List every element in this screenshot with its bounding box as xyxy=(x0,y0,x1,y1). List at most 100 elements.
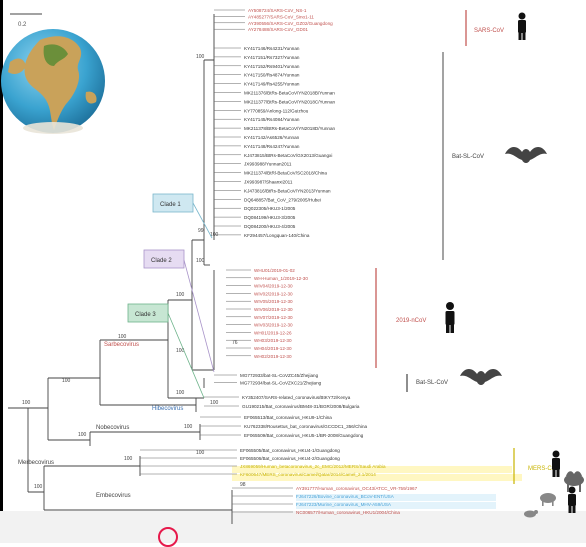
taxon-label: EF065506/Bat_coronavirus_HKU4-2/Guangdon… xyxy=(240,456,340,461)
taxon-label: AY278488/SARS-CoV_GD01 xyxy=(248,27,308,32)
taxon-label: KU762338/Rousettus_bat_coronavirus/GCCDC… xyxy=(244,424,368,429)
taxon-label: KF294457/Longquan-140/China xyxy=(244,233,310,238)
bootstrap-value: 100 xyxy=(176,390,185,396)
clade-3-box: Clade 3 xyxy=(127,303,205,399)
taxon-label: DQ084200/HKU3-4/2005 xyxy=(244,224,296,229)
taxon-label: KF600647/MERS_coronavirus/Camel/Qatar/20… xyxy=(240,472,376,477)
taxon-label: JX869059/Human_betacoronavirus_2c_EMC/20… xyxy=(240,464,386,469)
taxon-label: MK211377/BtRs-BetaCoV/YN2018C/Yunnan xyxy=(244,99,336,104)
taxon-label: JX993987/Shaanxi2011 xyxy=(244,180,293,185)
group-brackets xyxy=(375,10,515,484)
bootstrap-value: 100 xyxy=(176,348,185,354)
taxon-label: AY508724/SARS-CoV_NS-1 xyxy=(248,8,307,13)
taxon-label: KY352407/SARS-related_coronavirus/BtKY72… xyxy=(242,395,351,400)
taxon-label: WH01/2019-12-26 xyxy=(254,330,292,335)
bootstrap-value: 100 xyxy=(184,424,193,430)
human-icon-sars xyxy=(518,12,526,40)
group-label-bat-sl: Bat-SL-CoV xyxy=(452,154,484,160)
cow-icon xyxy=(540,493,556,506)
taxon-label: KY417152/Rs9401/Yunnan xyxy=(244,64,300,69)
bootstrap-value: 100 xyxy=(118,334,127,340)
group-label-ncov: 2019-nCoV xyxy=(396,318,426,324)
taxon-label: MK211378/BtRs-BetaCoV/YN2018D/Yunnan xyxy=(244,126,336,131)
taxon-label: WIV05/2019-12-30 xyxy=(254,299,293,304)
taxon-label: DQ022305/HKU3-1/2005 xyxy=(244,206,296,211)
bootstrap-value: 76 xyxy=(232,340,238,346)
taxon-label: WIV07/2019-12-30 xyxy=(254,315,293,320)
taxon-label: WH02/2019-12-30 xyxy=(254,354,292,359)
genus-merbecovirus: Merbecovirus xyxy=(18,460,54,466)
bootstrap-value: 100 xyxy=(196,54,205,60)
bootstrap-value: 100 xyxy=(34,484,43,490)
taxon-label: WH04/2019-12-30 xyxy=(254,346,292,351)
taxon-label: KY417149/Rs4255/Yunnan xyxy=(244,82,300,87)
camel-icon xyxy=(564,471,584,492)
taxon-label: AY391777/Human_coronavirus_OC43/ATCC_VR-… xyxy=(296,486,418,491)
taxon-label: WIV04/2019-12-30 xyxy=(254,284,293,289)
taxon-label: KY417148/Rs4247/Yunnan xyxy=(244,144,300,149)
taxon-label: KY417146/Rs4231/Yunnan xyxy=(244,46,300,51)
genus-sarbecovirus: Sarbecovirus xyxy=(104,342,139,348)
human-icon-ncov xyxy=(445,302,455,333)
taxon-label: WH-Human_1/2019-12-30 xyxy=(254,276,308,281)
taxon-label: EF065509/Bat_coronavirus_HKU5-1/BR-2008/… xyxy=(244,433,364,438)
taxon-label: AY390556/SARS-CoV_GZ02/Guangdong xyxy=(248,21,333,26)
bootstrap-value: 98 xyxy=(240,482,246,488)
human-icon-mers xyxy=(552,450,560,477)
bootstrap-value: 100 xyxy=(78,432,87,438)
taxon-label: KJ473816/BtRs-BetaCoV/YN2013/Yunnan xyxy=(244,188,331,193)
bootstrap-value: 100 xyxy=(22,400,31,406)
bootstrap-value: 100 xyxy=(196,258,205,264)
group-label-mers: MERS-CoV xyxy=(528,466,559,472)
taxon-label: AY485277/SARS-CoV_Sino1-11 xyxy=(248,14,314,19)
clade-1-label: Clade 1 xyxy=(160,202,181,208)
taxon-label: DQ648857/Bat_CoV_279/2005/Hubei xyxy=(244,197,321,202)
taxon-label: WH03/2019-12-30 xyxy=(254,338,292,343)
taxon-label: NC006577/Human_coronavirus_HKU1/2004/Chi… xyxy=(296,510,400,515)
bootstrap-value: 100 xyxy=(62,378,71,384)
taxon-label: KY417151/Rs7327/Yunnan xyxy=(244,55,300,60)
group-label-sars: SARS-CoV xyxy=(474,28,504,34)
cursor-ring xyxy=(158,527,178,547)
taxon-label: FJ647226/Bovine_coronavirus_BCoV-ENT/USA xyxy=(296,494,395,499)
taxon-label: GU190215/Bat_coronavirus/BM48-31/BGR/200… xyxy=(242,404,360,409)
bootstrap-value: 99 xyxy=(198,228,204,234)
genus-hibecovirus: Hibecovirus xyxy=(152,406,183,412)
taxon-label: MG772934/bat-SL-CoVZXC21/Zhejiang xyxy=(240,381,322,386)
taxon-label: KJ473815/BtRs-BetaCoV/GX2013/Guangxi xyxy=(244,153,332,158)
bootstrap-value: 100 xyxy=(210,400,219,406)
taxon-label: EF065505/Bat_coronavirus_HKU4-1/Guangdon… xyxy=(240,448,340,453)
genus-nobecovirus: Nobecovirus xyxy=(96,425,129,431)
footer-strip xyxy=(0,511,586,543)
taxon-label: MG772933/bat-SL-CoVZC45/Zhejiang xyxy=(240,373,319,378)
taxon-label: MK211376/BtRs-BetaCoV/YN2018B/Yunnan xyxy=(244,91,335,96)
clade-1-box: Clade 1 xyxy=(152,193,213,239)
bootstrap-value: 100 xyxy=(196,450,205,456)
bootstrap-value: 100 xyxy=(124,456,133,462)
row-highlight xyxy=(232,466,512,473)
human-icon-embeco xyxy=(568,486,576,513)
taxon-label: KY417145/Rs4084/Yunnan xyxy=(244,117,300,122)
taxon-label: WHU01/2019-01-02 xyxy=(254,268,295,273)
genus-embecovirus: Embecovirus xyxy=(96,493,131,499)
bootstrap-value: 100 xyxy=(210,232,219,238)
taxon-label: WIV06/2019-12-30 xyxy=(254,307,293,312)
row-highlight xyxy=(296,502,496,509)
taxon-label: EF065513/Bat_coronavirus_HKU9-1/China xyxy=(244,415,332,420)
taxon-label: WIV02/2019-12-30 xyxy=(254,291,293,296)
group-label-bat-sl-2: Bat-SL-CoV xyxy=(416,380,448,386)
left-border xyxy=(0,0,3,543)
row-highlight xyxy=(296,494,496,501)
taxon-label: JX993988/Yunnan2011 xyxy=(244,162,292,167)
taxon-label: DQ084199/HKU3-3/2005 xyxy=(244,215,296,220)
clade-3-label: Clade 3 xyxy=(135,312,156,318)
taxon-label: KY417142/As6526/Yunnan xyxy=(244,135,300,140)
taxon-label: KY770859/Anlong-112/Guizhou xyxy=(244,108,309,113)
taxon-label: FJ647223/Murine_coronavirus_MHV-A59/USA xyxy=(296,502,392,507)
globe-icon xyxy=(1,29,105,134)
bat-icon xyxy=(505,147,547,163)
mouse-icon xyxy=(524,510,538,518)
clade-2-label: Clade 2 xyxy=(151,258,172,264)
